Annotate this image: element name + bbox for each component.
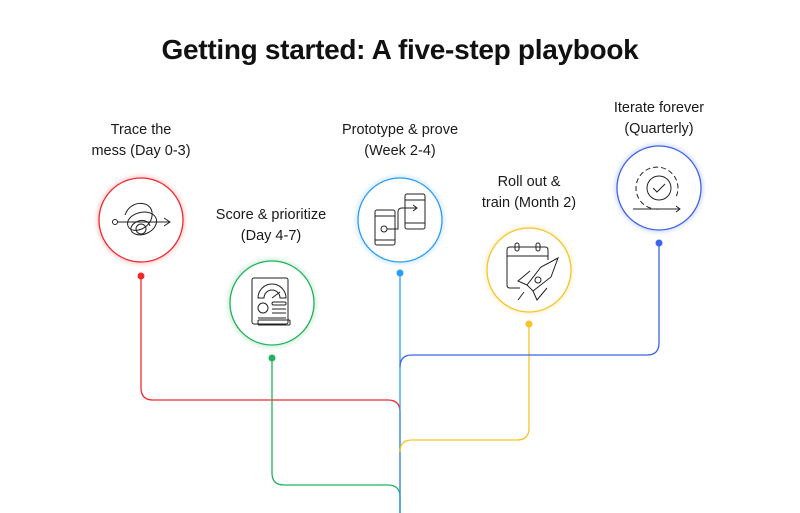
step-5-dot xyxy=(655,239,663,247)
scorecard-gauge-icon xyxy=(251,277,291,326)
step-2-connector xyxy=(271,358,401,513)
step-4-label: Roll out & train (Month 2) xyxy=(429,172,629,214)
step-4-label-line1: Roll out & xyxy=(497,174,561,190)
step-2-label: Score & prioritize (Day 4-7) xyxy=(171,205,371,247)
step-3-label-line2: (Week 2-4) xyxy=(364,143,436,159)
step-1-label-line2: mess (Day 0-3) xyxy=(91,143,191,159)
step-5-label-line1: Iterate forever xyxy=(613,100,705,116)
page-title: Getting started: A five-step playbook xyxy=(161,34,639,65)
step-3-label-line1: Prototype & prove xyxy=(341,122,459,138)
step-4-connector xyxy=(399,324,530,453)
step-1-dot xyxy=(137,272,145,280)
step-5-label: Iterate forever (Quarterly) xyxy=(559,98,759,140)
step-1-label: Trace the mess (Day 0-3) xyxy=(41,120,241,162)
step-3-dot xyxy=(396,269,404,277)
prototype-screens-icon xyxy=(374,193,426,246)
step-2-node xyxy=(228,259,316,362)
step-4-dot xyxy=(525,320,533,328)
calendar-rocket-icon xyxy=(506,242,559,301)
step-5-label-line2: (Quarterly) xyxy=(624,121,694,137)
iterate-check-icon xyxy=(633,166,681,213)
tangled-path-icon xyxy=(112,202,171,236)
step-5-node xyxy=(615,144,703,247)
step-2-label-line1: Score & prioritize xyxy=(215,207,327,223)
step-5-connector xyxy=(399,243,660,368)
step-4-label-line2: train (Month 2) xyxy=(481,195,577,211)
step-1-label-line1: Trace the xyxy=(110,122,172,138)
step-2-label-line2: (Day 4-7) xyxy=(240,228,302,244)
step-1-connector xyxy=(140,276,401,513)
step-1-node xyxy=(97,176,185,280)
step-2-dot xyxy=(268,354,276,362)
step-3-label: Prototype & prove (Week 2-4) xyxy=(300,120,500,162)
step-3-node xyxy=(356,176,444,277)
step-4-node xyxy=(485,226,573,328)
